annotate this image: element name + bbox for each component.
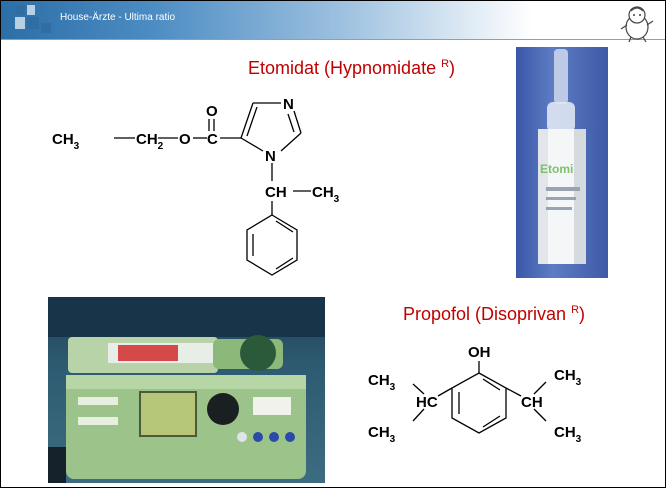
ampoule-label-text: Etomi (540, 162, 573, 176)
propofol-name: Propofol (Disoprivan (403, 304, 572, 324)
header-bar: House-Ärzte - Ultima ratio (1, 1, 665, 39)
propofol-left-ch3-bottom: CH3 (368, 424, 396, 445)
header-square-2 (27, 5, 35, 15)
eto-ch3-left: CH3 (52, 131, 80, 152)
propofol-left-ch3-top: CH3 (368, 372, 396, 393)
cartoon-mascot-icon (620, 6, 654, 43)
header-underline (1, 39, 665, 40)
header-square-1 (15, 5, 25, 15)
slide-header-title: House-Ärzte - Ultima ratio (60, 12, 176, 23)
header-gradient (1, 1, 665, 39)
syringe-pump-photo (48, 297, 325, 483)
propofol-right-ch3-top: CH3 (554, 367, 582, 388)
propofol-oh: OH (468, 344, 491, 361)
header-square-3 (27, 17, 39, 29)
header-square-4 (15, 17, 25, 29)
propofol-left-hc: HC (416, 394, 438, 411)
eto-ch3-side: CH3 (312, 184, 340, 205)
eto-n-top: N (283, 96, 294, 113)
etomidate-name: Etomidat (Hypnomidate (248, 58, 442, 78)
propofol-title: Propofol (Disoprivan R) (403, 304, 585, 325)
etomidate-close-paren: ) (449, 58, 456, 78)
etomidate-ampoule-photo: Etomi (516, 47, 608, 278)
ampoule-graphic: Etomi (538, 49, 586, 264)
etomidate-structure: CH3 CH2 O C O N N CH CH3 (52, 96, 340, 276)
eto-ch: CH (265, 184, 287, 201)
propofol-close-paren: ) (579, 304, 586, 324)
propofol-right-ch3-bottom: CH3 (554, 424, 582, 445)
eto-ch2: CH2 (136, 131, 164, 152)
syringe-pump-graphic (48, 297, 325, 483)
etomidate-registered-mark: R (441, 58, 450, 70)
etomidate-title: Etomidat (Hypnomidate R) (248, 58, 455, 79)
eto-o-carbonyl: O (206, 103, 218, 120)
propofol-right-ch: CH (521, 394, 543, 411)
eto-c-carbonyl: C (207, 131, 218, 148)
header-square-5 (41, 23, 51, 33)
eto-o-ether: O (179, 131, 191, 148)
eto-n-ring: N (265, 148, 276, 165)
propofol-registered-mark: R (571, 304, 580, 316)
